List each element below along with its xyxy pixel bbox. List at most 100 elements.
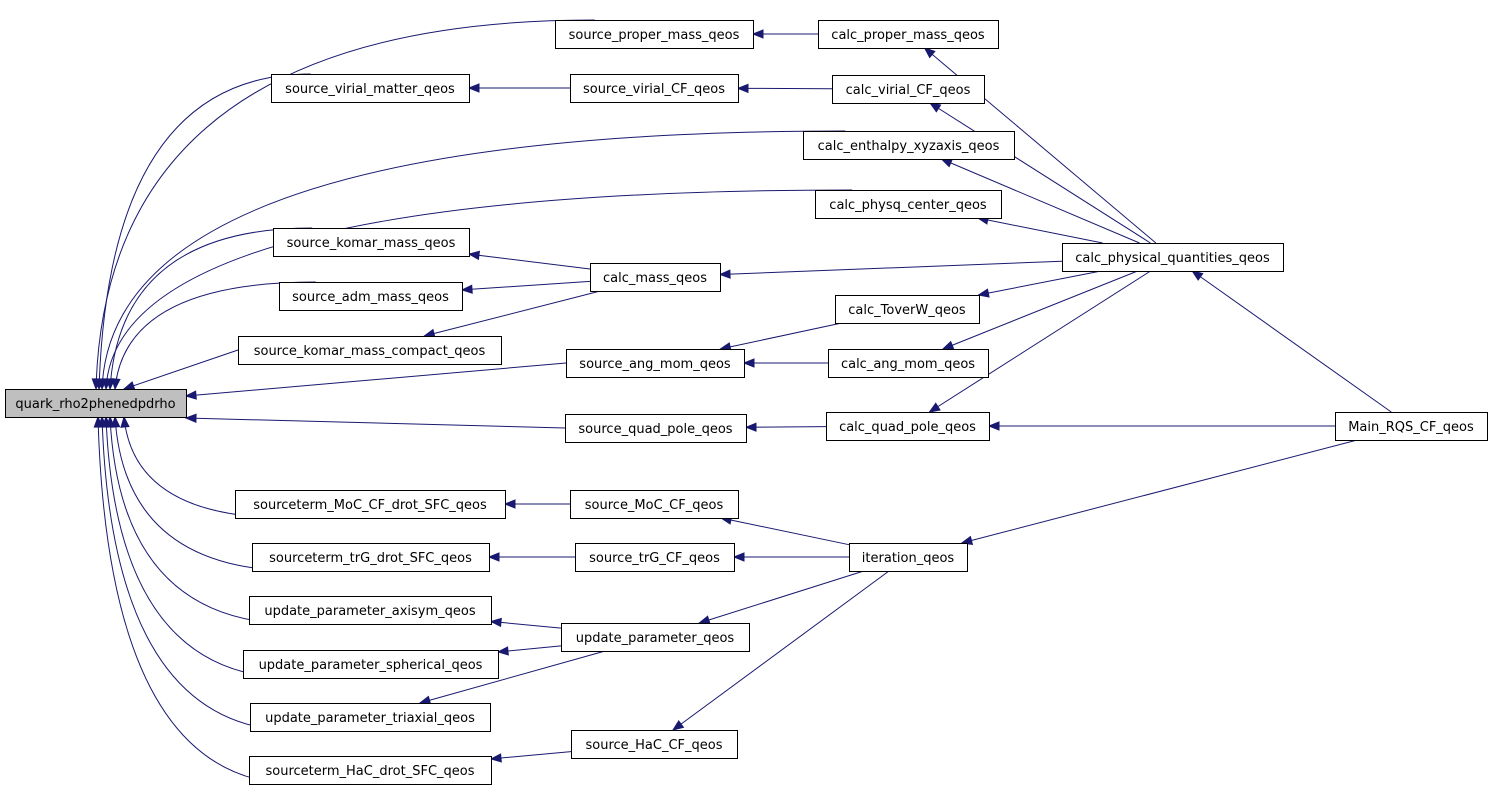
edge-source-komar-mass-qeos-to-quark-rho2phenedpdrho	[109, 227, 313, 390]
node-label: source_quad_pole_qeos	[578, 422, 732, 437]
node-box	[590, 263, 721, 292]
edge-update-parameter-qeos-to-update-parameter-spherical-qeos-arrowhead	[496, 646, 509, 656]
node-source-proper-mass-qeos[interactable]: source_proper_mass_qeos	[555, 20, 754, 49]
node-box	[252, 543, 490, 572]
node-box	[561, 623, 750, 652]
edge-source-hac-cf-qeos-to-sourceterm-hac-drot-sfc-qeos	[490, 751, 572, 760]
edge-sourceterm-hac-drot-sfc-qeos-to-quark-rho2phenedpdrho-arrowhead	[93, 415, 104, 428]
edge-update-parameter-qeos-to-update-parameter-spherical-qeos	[497, 645, 562, 653]
edge-iteration-qeos-to-source-moc-cf-qeos	[720, 517, 850, 546]
edge-source-komar-mass-compact-qeos-to-quark-rho2phenedpdrho-arrowhead	[122, 381, 136, 391]
edge-iteration-qeos-to-update-parameter-qeos-arrowhead	[697, 615, 711, 625]
node-label: source_ang_mom_qeos	[579, 357, 731, 372]
edge-source-trg-cf-qeos-to-sourceterm-trg-drot-sfc-qeos-arrowhead	[487, 552, 500, 562]
node-update-parameter-triaxial-qeos[interactable]: update_parameter_triaxial_qeos	[250, 703, 491, 732]
node-label: source_komar_mass_compact_qeos	[254, 344, 486, 359]
node-box	[828, 349, 989, 378]
edge-main-rqs-cf-qeos-to-iteration-qeos	[961, 439, 1358, 544]
edge-calc-physical-quantities-qeos-to-calc-mass-qeos-arrowhead	[718, 269, 731, 279]
node-quark-rho2phenedpdrho[interactable]: quark_rho2phenedpdrho	[5, 389, 187, 418]
node-update-parameter-spherical-qeos[interactable]: update_parameter_spherical_qeos	[243, 650, 499, 679]
edge-calc-proper-mass-qeos-to-source-proper-mass-qeos-arrowhead	[751, 29, 764, 39]
node-label: source_adm_mass_qeos	[292, 290, 449, 305]
node-source-quad-pole-qeos[interactable]: source_quad_pole_qeos	[565, 414, 747, 443]
node-box	[826, 412, 990, 441]
node-box	[249, 596, 492, 625]
edge-iteration-qeos-to-update-parameter-qeos	[699, 570, 864, 624]
node-label: update_parameter_axisym_qeos	[264, 604, 476, 619]
node-label: calc_physical_quantities_qeos	[1075, 251, 1270, 266]
edge-calc-physical-quantities-qeos-to-calc-quad-pole-qeos	[929, 270, 1151, 413]
node-source-hac-cf-qeos[interactable]: source_HaC_CF_qeos	[571, 730, 738, 759]
edge-source-moc-cf-qeos-to-sourceterm-moc-cf-drot-sfc-qeos-arrowhead	[503, 499, 516, 509]
edge-calc-toverw-qeos-to-source-ang-mom-qeos	[720, 322, 842, 350]
node-label: update_parameter_triaxial_qeos	[265, 711, 475, 726]
node-source-komar-mass-qeos[interactable]: source_komar_mass_qeos	[273, 228, 470, 257]
edge-update-parameter-triaxial-qeos-to-quark-rho2phenedpdrho	[101, 416, 299, 732]
node-label: source_komar_mass_qeos	[287, 236, 456, 251]
node-box	[832, 75, 985, 104]
edge-iteration-qeos-to-source-hac-cf-qeos-arrowhead	[671, 719, 685, 731]
edge-source-virial-cf-qeos-to-source-virial-matter-qeos-arrowhead	[467, 83, 480, 93]
edge-calc-ang-mom-qeos-to-source-ang-mom-qeos-arrowhead	[742, 358, 755, 368]
edge-calc-physical-quantities-qeos-to-calc-proper-mass-qeos-arrowhead	[923, 47, 936, 59]
node-calc-physq-center-qeos[interactable]: calc_physq_center_qeos	[815, 190, 1002, 219]
node-label: calc_virial_CF_qeos	[846, 83, 971, 98]
edge-update-parameter-axisym-qeos-to-quark-rho2phenedpdrho	[109, 416, 298, 625]
node-label: source_MoC_CF_qeos	[585, 498, 724, 513]
node-update-parameter-axisym-qeos[interactable]: update_parameter_axisym_qeos	[249, 596, 492, 625]
node-calc-quad-pole-qeos[interactable]: calc_quad_pole_qeos	[826, 412, 990, 441]
node-label: sourceterm_HaC_drot_SFC_qeos	[265, 764, 474, 779]
node-label: calc_ang_mom_qeos	[841, 357, 975, 372]
edge-main-rqs-cf-qeos-to-calc-physical-quantities-qeos	[1191, 270, 1392, 413]
node-label: source_proper_mass_qeos	[569, 28, 740, 43]
node-box	[235, 490, 506, 519]
node-label: Main_RQS_CF_qeos	[1348, 420, 1474, 435]
node-source-adm-mass-qeos[interactable]: source_adm_mass_qeos	[279, 282, 463, 311]
node-calc-physical-quantities-qeos[interactable]: calc_physical_quantities_qeos	[1062, 243, 1284, 272]
edge-source-ang-mom-qeos-to-quark-rho2phenedpdrho-arrowhead	[184, 390, 197, 400]
node-box	[238, 336, 502, 365]
edge-calc-physical-quantities-qeos-to-calc-enthalpy-xyzaxis-qeos-arrowhead	[940, 158, 954, 168]
edge-calc-physical-quantities-qeos-to-calc-enthalpy-xyzaxis-qeos	[941, 158, 1140, 244]
edge-calc-mass-qeos-to-source-adm-mass-qeos	[461, 280, 591, 291]
node-source-virial-cf-qeos[interactable]: source_virial_CF_qeos	[570, 74, 739, 103]
node-label: source_HaC_CF_qeos	[585, 738, 722, 753]
node-calc-virial-cf-qeos[interactable]: calc_virial_CF_qeos	[832, 75, 985, 104]
edge-sourceterm-hac-drot-sfc-qeos-to-quark-rho2phenedpdrho	[97, 416, 298, 785]
edges-layer	[91, 19, 1392, 785]
node-source-virial-matter-qeos[interactable]: source_virial_matter_qeos	[271, 74, 470, 103]
node-box	[571, 730, 738, 759]
node-calc-enthalpy-xyzaxis-qeos[interactable]: calc_enthalpy_xyzaxis_qeos	[803, 131, 1015, 160]
node-source-komar-mass-compact-qeos[interactable]: source_komar_mass_compact_qeos	[238, 336, 502, 365]
edge-update-parameter-qeos-to-update-parameter-triaxial-qeos-arrowhead	[418, 695, 432, 705]
node-update-parameter-qeos[interactable]: update_parameter_qeos	[561, 623, 750, 652]
node-source-trg-cf-qeos[interactable]: source_trG_CF_qeos	[575, 543, 735, 572]
node-box	[1062, 243, 1284, 272]
edge-update-parameter-qeos-to-update-parameter-triaxial-qeos	[419, 650, 606, 704]
node-box	[575, 543, 735, 572]
node-calc-mass-qeos[interactable]: calc_mass_qeos	[590, 263, 721, 292]
node-calc-ang-mom-qeos[interactable]: calc_ang_mom_qeos	[828, 349, 989, 378]
node-iteration-qeos[interactable]: iteration_qeos	[849, 543, 968, 572]
node-label: update_parameter_qeos	[576, 631, 735, 646]
edge-calc-mass-qeos-to-source-adm-mass-qeos-arrowhead	[460, 284, 473, 294]
node-calc-proper-mass-qeos[interactable]: calc_proper_mass_qeos	[818, 20, 999, 49]
node-calc-toverw-qeos[interactable]: calc_ToverW_qeos	[835, 295, 980, 324]
node-main-rqs-cf-qeos[interactable]: Main_RQS_CF_qeos	[1335, 412, 1488, 441]
edge-source-quad-pole-qeos-to-quark-rho2phenedpdrho	[185, 417, 566, 429]
node-source-moc-cf-qeos[interactable]: source_MoC_CF_qeos	[570, 490, 739, 519]
node-box	[271, 74, 470, 103]
edge-calc-quad-pole-qeos-to-source-quad-pole-qeos-arrowhead	[744, 422, 757, 432]
edge-calc-quad-pole-qeos-to-source-quad-pole-qeos	[745, 426, 827, 428]
node-sourceterm-moc-cf-drot-sfc-qeos[interactable]: sourceterm_MoC_CF_drot_SFC_qeos	[235, 490, 506, 519]
node-box	[250, 703, 491, 732]
node-box	[566, 349, 745, 378]
node-source-ang-mom-qeos[interactable]: source_ang_mom_qeos	[566, 349, 745, 378]
edge-sourceterm-moc-cf-drot-sfc-qeos-to-quark-rho2phenedpdrho-arrowhead	[120, 415, 130, 428]
node-box	[835, 295, 980, 324]
node-sourceterm-trg-drot-sfc-qeos[interactable]: sourceterm_trG_drot_SFC_qeos	[252, 543, 490, 572]
edge-update-parameter-qeos-to-update-parameter-axisym-qeos	[490, 620, 562, 629]
node-box	[803, 131, 1015, 160]
node-sourceterm-hac-drot-sfc-qeos[interactable]: sourceterm_HaC_drot_SFC_qeos	[249, 756, 492, 785]
